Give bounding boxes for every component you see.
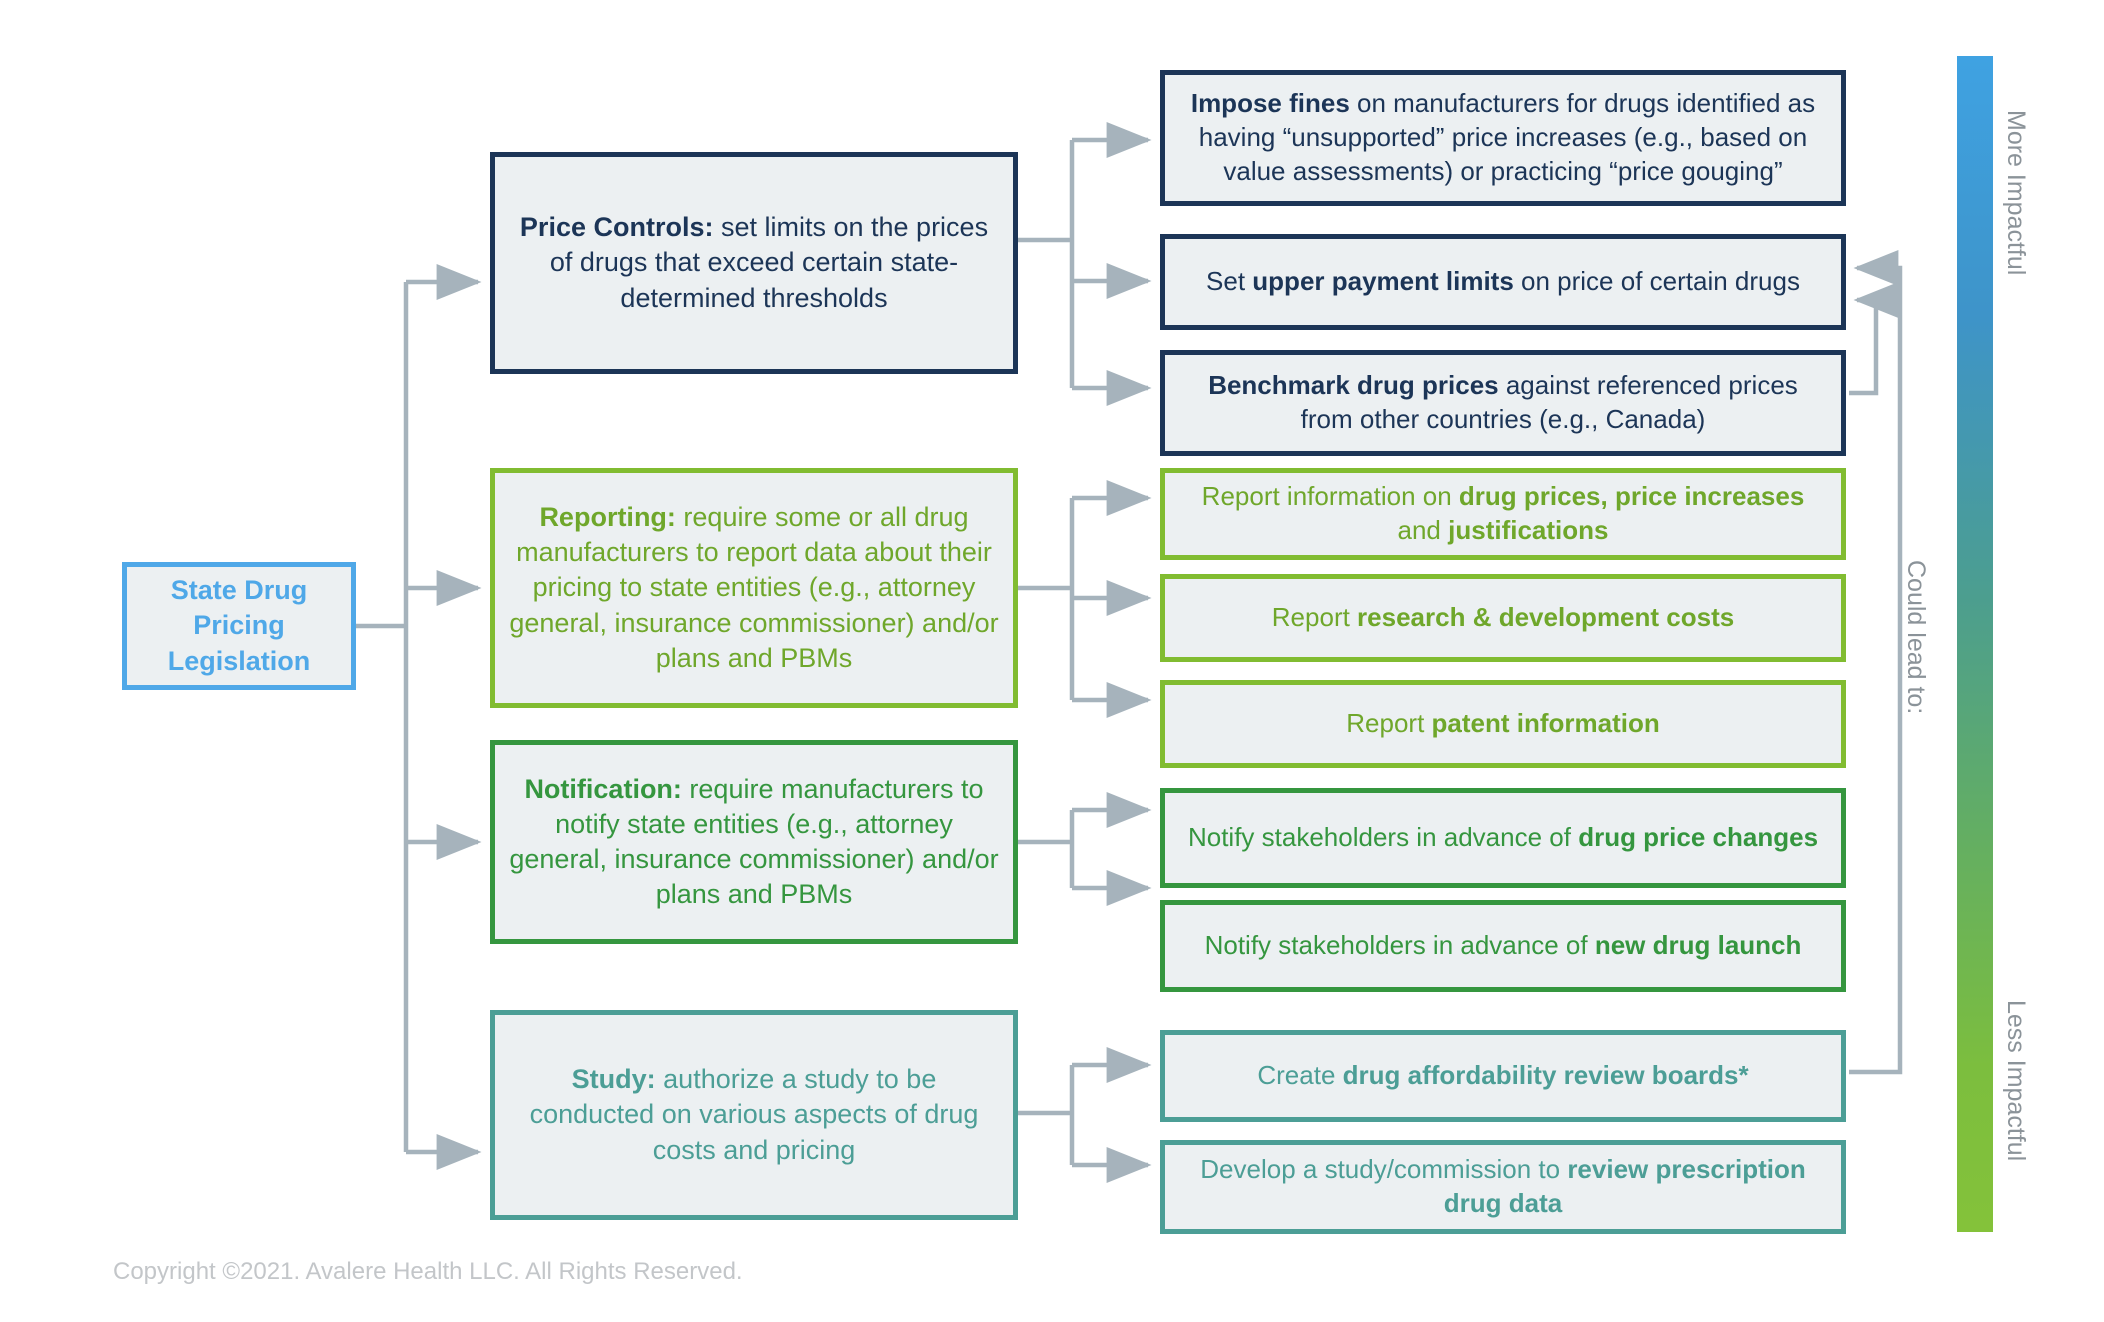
root-node-state-drug-pricing-legislation[interactable]: State Drug Pricing Legislation bbox=[122, 562, 356, 690]
outcome-report-rnd[interactable]: Report research & development costs bbox=[1160, 574, 1846, 662]
outcome-study-commission[interactable]: Develop a study/commission to review pre… bbox=[1160, 1140, 1846, 1234]
outcome-review-boards[interactable]: Create drug affordability review boards* bbox=[1160, 1030, 1846, 1122]
category-study-lead: Study: bbox=[571, 1064, 656, 1095]
category-price-controls-lead: Price Controls: bbox=[519, 212, 714, 243]
outcome-report-patent-label: Report patent information bbox=[1346, 708, 1660, 739]
category-study[interactable]: Study: authorize a study to be conducted… bbox=[490, 1010, 1018, 1220]
category-study-rest: authorize a study to be conducted on var… bbox=[529, 1064, 979, 1165]
category-notification[interactable]: Notification: require manufacturers to n… bbox=[490, 740, 1018, 944]
category-notification-rest: require manufacturers to notify state en… bbox=[509, 773, 999, 910]
outcome-study-commission-label: Develop a study/commission to review pre… bbox=[1200, 1154, 1806, 1218]
outcome-report-patent[interactable]: Report patent information bbox=[1160, 680, 1846, 768]
outcome-impose-fines-label: Impose fines on manufacturers for drugs … bbox=[1190, 88, 1816, 186]
outcome-report-prices-label: Report information on drug prices, price… bbox=[1201, 481, 1805, 545]
category-study-label: Study: authorize a study to be conducted… bbox=[495, 1062, 1013, 1167]
outcome-notify-new-launch-label: Notify stakeholders in advance of new dr… bbox=[1204, 930, 1802, 961]
category-reporting[interactable]: Reporting: require some or all drug manu… bbox=[490, 468, 1018, 708]
legend-could-lead-to: Could lead to: bbox=[1902, 560, 1930, 715]
outcome-review-boards-label: Create drug affordability review boards* bbox=[1257, 1060, 1749, 1091]
root-label: State Drug Pricing Legislation bbox=[167, 574, 311, 676]
category-price-controls-label: Price Controls: set limits on the prices… bbox=[495, 210, 1013, 315]
impact-gradient-bar bbox=[1957, 56, 1993, 1232]
outcome-notify-price-changes-label: Notify stakeholders in advance of drug p… bbox=[1187, 822, 1819, 853]
category-reporting-label: Reporting: require some or all drug manu… bbox=[495, 500, 1013, 675]
outcome-report-rnd-label: Report research & development costs bbox=[1271, 602, 1735, 633]
copyright-text: Copyright ©2021. Avalere Health LLC. All… bbox=[113, 1258, 743, 1285]
category-notification-label: Notification: require manufacturers to n… bbox=[495, 772, 1013, 912]
outcome-notify-new-launch[interactable]: Notify stakeholders in advance of new dr… bbox=[1160, 900, 1846, 992]
category-reporting-lead: Reporting: bbox=[539, 502, 676, 533]
outcome-impose-fines[interactable]: Impose fines on manufacturers for drugs … bbox=[1160, 70, 1846, 206]
category-price-controls[interactable]: Price Controls: set limits on the prices… bbox=[490, 152, 1018, 374]
outcome-benchmark-prices-label: Benchmark drug prices against referenced… bbox=[1208, 370, 1798, 434]
category-notification-lead: Notification: bbox=[524, 773, 682, 804]
outcome-benchmark-prices[interactable]: Benchmark drug prices against referenced… bbox=[1160, 350, 1846, 456]
category-price-controls-rest: set limits on the prices of drugs that e… bbox=[549, 212, 989, 313]
outcome-upper-payment-limits-label: Set upper payment limits on price of cer… bbox=[1206, 266, 1800, 297]
legend-more-impactful: More Impactful bbox=[2002, 110, 2030, 276]
outcome-report-prices[interactable]: Report information on drug prices, price… bbox=[1160, 468, 1846, 560]
legend-less-impactful: Less Impactful bbox=[2002, 1000, 2030, 1162]
category-reporting-rest: require some or all drug manufacturers t… bbox=[509, 502, 999, 673]
outcome-notify-price-changes[interactable]: Notify stakeholders in advance of drug p… bbox=[1160, 788, 1846, 888]
outcome-upper-payment-limits[interactable]: Set upper payment limits on price of cer… bbox=[1160, 234, 1846, 330]
